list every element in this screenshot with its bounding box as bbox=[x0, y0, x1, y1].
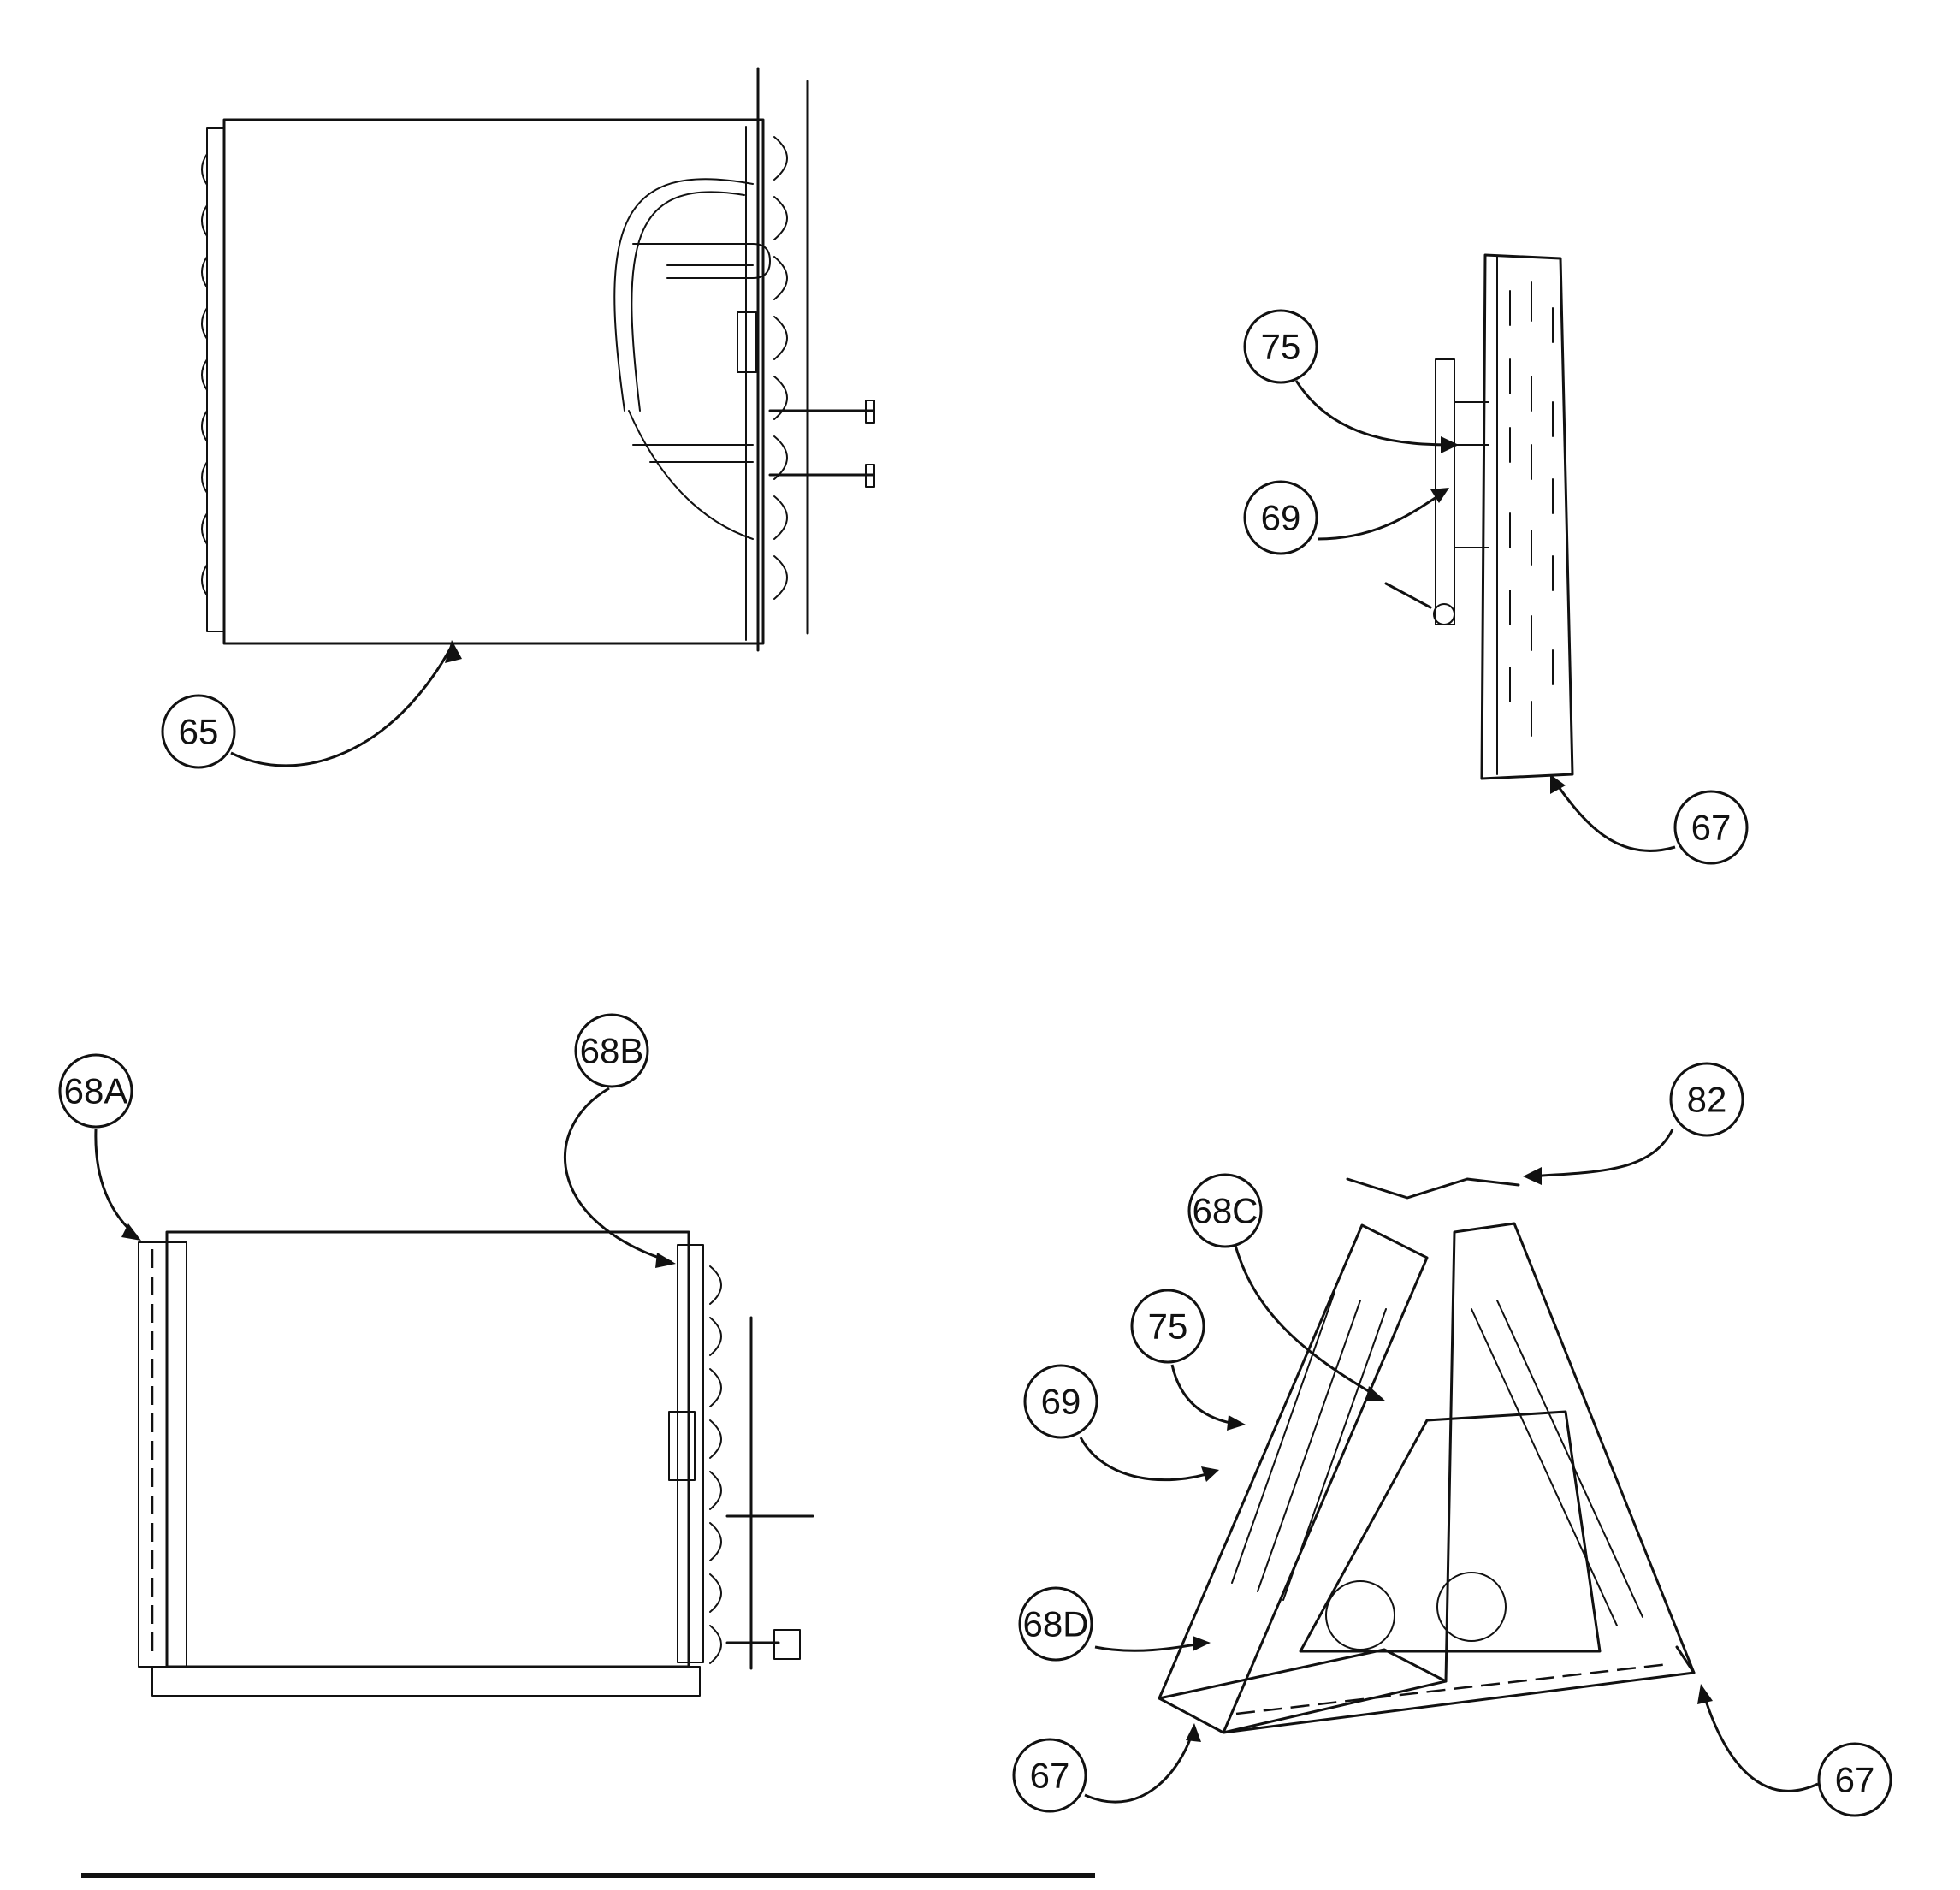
callout-68A-label: 68A bbox=[64, 1071, 128, 1111]
callout-67-acoil-right: 67 bbox=[1697, 1684, 1892, 1817]
callout-75-acoil: 75 bbox=[1130, 1289, 1246, 1431]
callout-67-acoil-left: 67 bbox=[1012, 1723, 1201, 1813]
side-view-coil bbox=[1384, 253, 1574, 780]
callout-75-acoil-label: 75 bbox=[1148, 1306, 1188, 1347]
callout-67-acoil-right-label: 67 bbox=[1835, 1760, 1875, 1800]
callout-82-label: 82 bbox=[1687, 1080, 1727, 1120]
callout-68C: 68C bbox=[1187, 1173, 1386, 1401]
callout-68B: 68B bbox=[564, 1013, 676, 1268]
callout-75-side-label: 75 bbox=[1261, 327, 1301, 367]
callout-69-side: 69 bbox=[1243, 480, 1449, 555]
slab-coil-65 bbox=[201, 67, 875, 652]
callout-69-side-label: 69 bbox=[1261, 498, 1301, 538]
callout-69-acoil: 69 bbox=[1023, 1364, 1219, 1482]
callout-75-side: 75 bbox=[1243, 309, 1459, 453]
callout-82: 82 bbox=[1523, 1062, 1744, 1185]
callout-68D-label: 68D bbox=[1022, 1604, 1088, 1644]
a-coil bbox=[1158, 1177, 1696, 1734]
slab-coil-68 bbox=[138, 1230, 814, 1697]
callout-67-side: 67 bbox=[1550, 774, 1749, 865]
callout-68D: 68D bbox=[1018, 1586, 1211, 1662]
callout-65: 65 bbox=[161, 640, 462, 769]
callout-65-label: 65 bbox=[179, 712, 219, 752]
callout-67-side-label: 67 bbox=[1691, 808, 1732, 848]
callout-67-acoil-left-label: 67 bbox=[1030, 1756, 1070, 1796]
callout-68C-label: 68C bbox=[1192, 1191, 1258, 1231]
callout-68A: 68A bbox=[58, 1053, 141, 1241]
callout-68B-label: 68B bbox=[580, 1031, 644, 1071]
callout-69-acoil-label: 69 bbox=[1041, 1382, 1081, 1422]
